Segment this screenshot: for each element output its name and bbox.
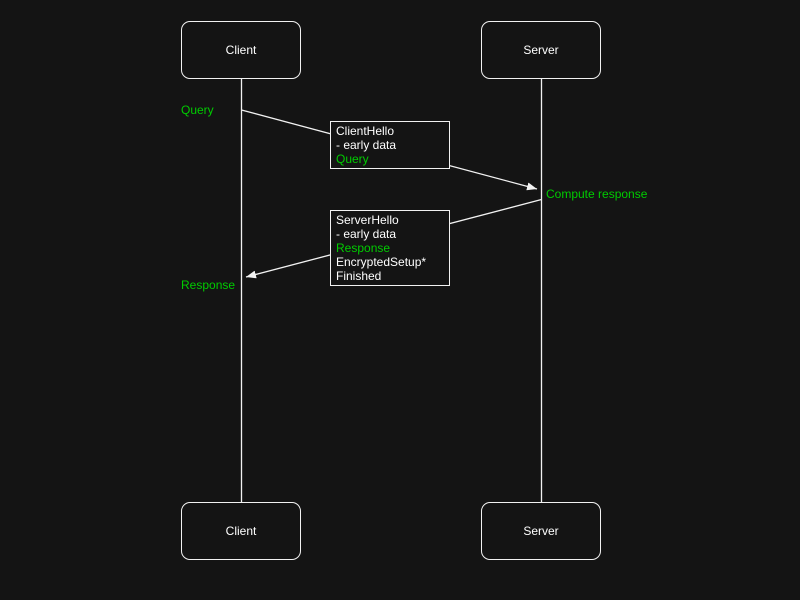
message-line: EncryptedSetup* [336, 255, 427, 269]
message-line: - early data [336, 138, 397, 152]
actor-client-bottom-label: Client [225, 524, 257, 538]
actor-client-top: Client [181, 21, 301, 79]
actor-client-top-label: Client [225, 43, 257, 57]
actor-server-top: Server [481, 21, 601, 79]
response-annotation: Response [181, 278, 236, 292]
message-line: ClientHello [336, 124, 395, 138]
actor-client-bottom: Client [181, 502, 301, 560]
compute-response-annotation: Compute response [546, 187, 648, 201]
message-box-server-hello: ServerHello - early data Response Encryp… [330, 210, 450, 286]
message-line-response: Response [336, 241, 391, 255]
actor-server-bottom: Server [481, 502, 601, 560]
actor-server-bottom-label: Server [523, 524, 559, 538]
message-line: Finished [336, 269, 382, 283]
message-line: - early data [336, 227, 397, 241]
actor-server-top-label: Server [523, 43, 559, 57]
query-annotation: Query [181, 103, 214, 117]
message-line-query: Query [336, 152, 369, 166]
message-box-client-hello: ClientHello - early data Query [330, 121, 450, 169]
message-line: ServerHello [336, 213, 399, 227]
